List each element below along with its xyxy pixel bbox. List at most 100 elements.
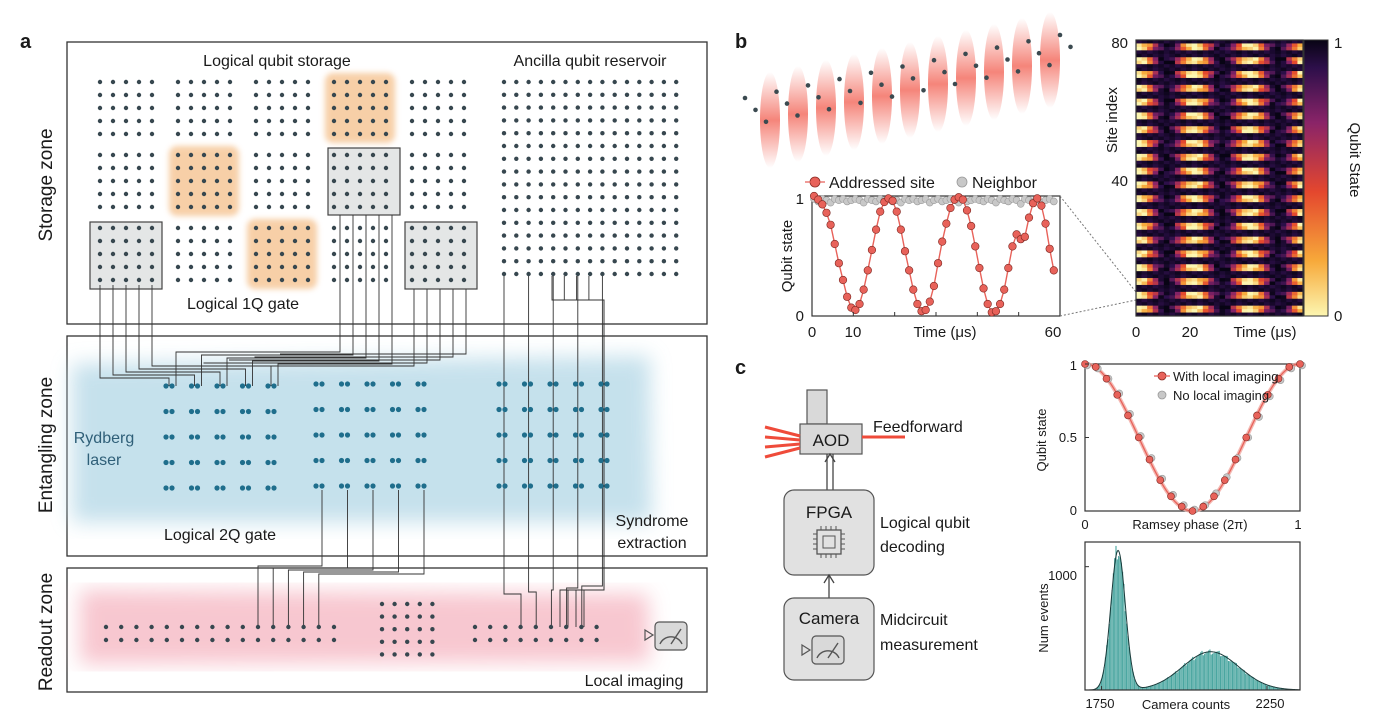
heatmap-cell bbox=[1197, 64, 1204, 68]
heatmap-cell bbox=[1163, 57, 1170, 62]
storage-atom bbox=[201, 165, 207, 171]
heatmap-cell bbox=[1191, 184, 1198, 189]
heatmap-cell bbox=[1147, 302, 1154, 307]
heatmap-cell bbox=[1230, 167, 1237, 172]
heatmap-cell bbox=[1208, 226, 1215, 231]
heatmap-cell bbox=[1258, 105, 1265, 110]
heatmap-cell bbox=[1208, 202, 1215, 206]
heatmap-cell bbox=[1280, 188, 1287, 193]
storage-atom bbox=[292, 92, 298, 98]
heatmap-cell bbox=[1169, 191, 1176, 196]
heatmap-cell bbox=[1264, 253, 1270, 258]
storage-atom bbox=[305, 92, 311, 98]
heatmap-cell bbox=[1169, 105, 1176, 110]
heatmap-cell bbox=[1258, 81, 1265, 86]
heatmap-cell bbox=[1275, 264, 1282, 269]
heatmap-cell bbox=[1286, 84, 1293, 89]
heatmap-cell bbox=[1291, 136, 1298, 141]
heatmap-cell bbox=[1202, 98, 1209, 103]
heatmap-cell bbox=[1219, 119, 1226, 124]
storage-atom bbox=[344, 191, 350, 197]
heatmap-cell bbox=[1286, 309, 1293, 313]
readout-atom bbox=[103, 624, 109, 630]
readout-atom bbox=[430, 601, 435, 607]
heatmap-xtick-20: 20 bbox=[1182, 324, 1199, 341]
heatmap-cell bbox=[1280, 150, 1287, 155]
heatmap-cell bbox=[1174, 146, 1181, 151]
heatmap-cell bbox=[1186, 298, 1193, 303]
storage-atom bbox=[357, 105, 363, 111]
heatmap-cell bbox=[1180, 157, 1187, 162]
atom-in-tweezer bbox=[984, 75, 989, 80]
heatmap-cell bbox=[1191, 212, 1198, 217]
heatmap-cell bbox=[1180, 150, 1187, 155]
heatmap-cell bbox=[1225, 198, 1232, 203]
heatmap-cell bbox=[1163, 181, 1170, 186]
heatmap-cell bbox=[1213, 184, 1220, 189]
storage-atom bbox=[266, 178, 272, 184]
heatmap-cell bbox=[1241, 129, 1248, 134]
heatmap-cell bbox=[1152, 98, 1159, 103]
heatmap-cell bbox=[1152, 95, 1159, 100]
histogram-bar bbox=[1177, 671, 1179, 690]
heatmap-cell bbox=[1191, 271, 1198, 275]
heatmap-cell bbox=[1269, 202, 1276, 206]
readout-atom bbox=[271, 624, 276, 630]
heatmap-cell bbox=[1141, 77, 1148, 82]
storage-atom bbox=[461, 251, 467, 257]
heatmap-cell bbox=[1230, 112, 1237, 117]
heatmap-cell bbox=[1225, 153, 1232, 158]
heatmap-cell bbox=[1147, 281, 1154, 286]
heatmap-cell bbox=[1136, 50, 1142, 55]
heatmap-cell bbox=[1174, 188, 1181, 193]
heatmap-cell bbox=[1208, 247, 1215, 251]
heatmap-cell bbox=[1180, 181, 1187, 186]
heatmap-cell bbox=[1219, 229, 1226, 234]
heatmap-cell bbox=[1280, 140, 1287, 144]
histogram-bar bbox=[1194, 658, 1196, 690]
entangling-atom bbox=[547, 432, 553, 438]
readout-atom bbox=[430, 614, 435, 619]
heatmap-cell bbox=[1252, 309, 1259, 313]
storage-atom bbox=[253, 165, 259, 171]
entangling-atom bbox=[188, 408, 195, 415]
heatmap-cell bbox=[1169, 298, 1176, 303]
heatmap-cell bbox=[1141, 209, 1148, 213]
heatmap-cell bbox=[1275, 160, 1282, 165]
entangling-atom bbox=[502, 432, 508, 438]
ancilla-atom bbox=[661, 195, 667, 200]
ramsey-xlabel: Ramsey phase (2π) bbox=[1132, 517, 1247, 532]
heatmap-cell bbox=[1252, 167, 1259, 172]
heatmap-cell bbox=[1208, 274, 1215, 279]
gate-box-1q-c bbox=[404, 221, 478, 290]
heatmap-cell bbox=[1141, 129, 1148, 134]
storage-atom bbox=[344, 105, 350, 111]
heatmap-cell bbox=[1297, 212, 1304, 217]
hist-xtick-2250: 2250 bbox=[1256, 696, 1285, 711]
heatmap-cell bbox=[1225, 202, 1232, 206]
storage-atom bbox=[409, 165, 415, 171]
heatmap-cell bbox=[1180, 140, 1187, 144]
transport-wire bbox=[280, 289, 467, 355]
storage-atom bbox=[292, 165, 298, 171]
histogram-bar bbox=[1140, 687, 1142, 690]
entangling-atom bbox=[194, 408, 201, 415]
heatmap-cell bbox=[1213, 143, 1220, 148]
storage-atom bbox=[409, 251, 415, 257]
ancilla-atom bbox=[551, 118, 556, 123]
heatmap-cell bbox=[1202, 260, 1209, 265]
heatmap-cell bbox=[1208, 153, 1215, 158]
heatmap-cell bbox=[1252, 188, 1259, 193]
storage-atom bbox=[123, 131, 129, 137]
ancilla-atom bbox=[600, 169, 605, 174]
heatmap-cell bbox=[1236, 236, 1243, 241]
ancilla-atom bbox=[661, 105, 667, 110]
atom-in-tweezer bbox=[837, 76, 842, 82]
heatmap-cell bbox=[1275, 84, 1282, 89]
heatmap-cell bbox=[1136, 257, 1142, 262]
chip-icon bbox=[813, 526, 845, 558]
heatmap-cell bbox=[1219, 288, 1226, 293]
heatmap-cell bbox=[1247, 243, 1254, 248]
heatmap-cell bbox=[1241, 81, 1248, 86]
heatmap-cell bbox=[1136, 129, 1142, 134]
